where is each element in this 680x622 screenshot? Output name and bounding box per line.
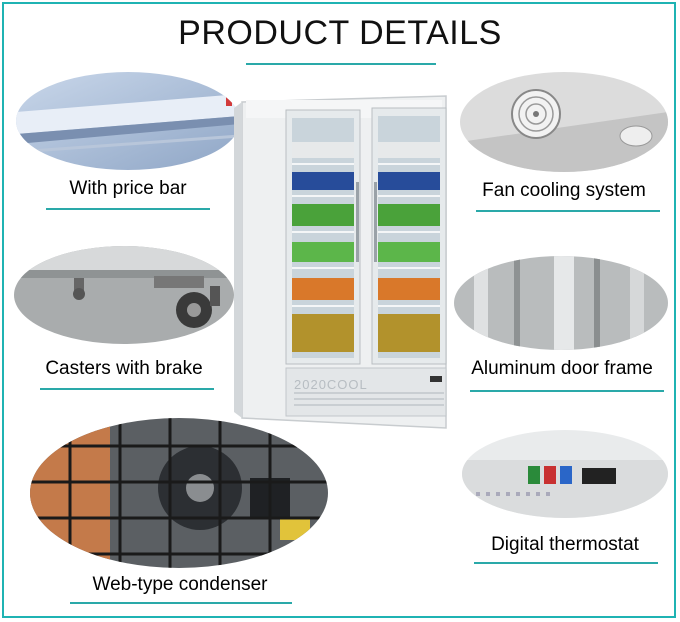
caster-photo	[14, 246, 234, 344]
feature-label-price-bar: With price bar	[69, 178, 187, 199]
door-frame-photo	[454, 256, 668, 350]
price-bar-photo	[16, 72, 240, 170]
feature-label-door-frame: Aluminum door frame	[471, 358, 653, 379]
feature-rule-condenser	[70, 602, 292, 604]
condenser-photo	[30, 418, 328, 568]
feature-rule-thermostat	[474, 562, 658, 564]
feature-rule-casters	[40, 388, 214, 390]
feature-rule-fan-cooling	[476, 210, 660, 212]
title-underline	[246, 63, 436, 65]
display-cooler-image: 2020COOL	[234, 92, 452, 432]
feature-label-casters: Casters with brake	[45, 358, 203, 379]
feature-rule-door-frame	[470, 390, 664, 392]
cooler-brand-text: 2020COOL	[294, 377, 368, 392]
feature-label-thermostat: Digital thermostat	[491, 534, 639, 555]
fan-photo	[460, 72, 668, 172]
thermostat-photo	[462, 430, 668, 518]
page-title: PRODUCT DETAILS	[178, 14, 502, 52]
feature-rule-price-bar	[46, 208, 210, 210]
feature-label-fan-cooling: Fan cooling system	[482, 180, 646, 201]
feature-label-condenser: Web-type condenser	[92, 574, 268, 595]
